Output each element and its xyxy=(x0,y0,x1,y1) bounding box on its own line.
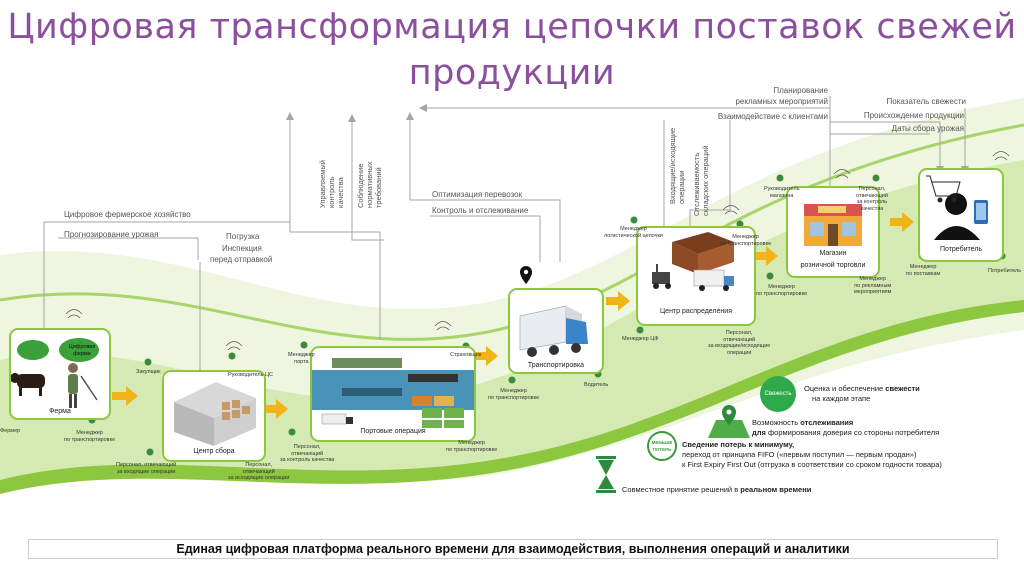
role-staff-inbound: Персонал, отвечающий за входящие операци… xyxy=(116,462,177,475)
flow-arrow-3 xyxy=(474,346,498,366)
role-transport-manager-dc: Менеджер по транспортировке xyxy=(720,234,772,247)
role-collection-head: Руководитель ЦС xyxy=(228,372,274,378)
farm-cloud-label: Цифровая ферма xyxy=(68,344,96,357)
legend-item-loss-2: переход от принципа FIFO («первым поступ… xyxy=(682,450,917,459)
legend-item-freshness: Оценка и обеспечение свежести xyxy=(804,384,920,393)
role-staff-quality: Персонал, отвечающий за контроль качеств… xyxy=(280,444,335,463)
node-retail-label-1: Магазин xyxy=(819,250,847,257)
label-freshness-indicator: Показатель свежести xyxy=(886,97,966,106)
role-port-manager: Менеджер порта xyxy=(288,352,315,365)
flow-arrow-5 xyxy=(754,246,778,266)
label-inspection-2: перед отправкой xyxy=(210,255,273,264)
node-farm[interactable]: Цифровая ферма Ферма xyxy=(9,328,111,420)
label-loading: Погрузка xyxy=(226,232,260,241)
flow-arrow-1 xyxy=(112,386,138,406)
label-control-tracking: Контроль и отслеживание xyxy=(432,206,529,215)
legend-item-loss: Сведение потерь к минимуму, xyxy=(682,440,795,449)
legend-item-loss-3: к First Expiry First Out (отгрузка в соо… xyxy=(682,460,942,469)
flow-arrow-4 xyxy=(606,291,630,311)
role-consumer: Потребитель xyxy=(988,268,1022,274)
legend-item-tracking: Возможность отслеживания xyxy=(752,418,854,427)
role-insurer: Страховщик xyxy=(450,352,482,358)
less-loss-badge-label: МЕНЬШЕ ПОТЕРЬ xyxy=(651,440,673,452)
role-farmer: Фермер xyxy=(0,428,21,434)
node-collection-center-label: Центр сбора xyxy=(193,448,235,455)
platform-footer-banner: Единая цифровая платформа реального врем… xyxy=(28,539,998,559)
flow-arrow-2 xyxy=(264,399,288,419)
node-transport-label: Транспортировка xyxy=(527,362,585,369)
node-retail-label-2: розничной торговли xyxy=(800,262,866,269)
flow-arrow-6 xyxy=(890,212,914,232)
port-illustration xyxy=(312,358,474,428)
truck-illustration xyxy=(519,305,588,357)
role-procurement: Закупщик xyxy=(136,369,161,375)
node-port-operations-label: Портовые операция xyxy=(360,428,426,435)
node-retail-store[interactable]: Магазин розничной торговли xyxy=(786,186,880,278)
legend-item-realtime: Совместное принятие решений в реальном в… xyxy=(622,485,812,494)
role-promo-manager: Менеджер по рекламным мероприятиям xyxy=(854,276,892,295)
role-supply-manager: Менеджер по поставкам xyxy=(906,264,941,277)
label-quality-control: Управляемый контроль качества xyxy=(318,160,345,208)
role-transport-manager-dc2: Менеджер по транспортировке xyxy=(756,284,808,297)
node-port-operations[interactable]: Портовые операция xyxy=(310,346,476,442)
page-title: Цифровая трансформация цепочки поставок … xyxy=(0,4,1024,96)
label-client-interaction: Взаимодействие с клиентами xyxy=(717,112,828,121)
node-distribution-center[interactable]: Центр распределения xyxy=(636,226,756,326)
distribution-illustration xyxy=(652,232,734,291)
node-consumer-label: Потребитель xyxy=(939,246,983,253)
node-farm-label: Ферма xyxy=(49,408,71,415)
freshness-badge-icon: Свежесть xyxy=(760,376,796,412)
role-staff-dc-ops: Персонал, отвечающий за входящие/исходящ… xyxy=(708,330,771,356)
green-band-dark-edge xyxy=(0,300,1024,494)
node-consumer[interactable]: Потребитель xyxy=(918,168,1004,262)
node-collection-center[interactable]: Центр сбора xyxy=(162,370,266,462)
label-harvest-forecast: Прогнозирование урожая xyxy=(64,230,159,239)
label-storage-tracking: Отслеживаемость складских операций xyxy=(692,145,710,216)
freshness-badge-label: Свежесть xyxy=(764,391,792,397)
farm-illustration xyxy=(11,338,99,408)
role-driver: Водитель xyxy=(584,382,609,388)
title-line-1: Цифровая трансформация цепочки поставок … xyxy=(7,7,1017,47)
consumer-illustration xyxy=(934,193,988,240)
role-store-head: Руководитель магазина xyxy=(764,186,800,199)
legend-item-tracking-2: для формирования доверия со стороны потр… xyxy=(752,428,940,437)
label-harvest-dates: Даты сбора урожая xyxy=(891,124,964,133)
role-logistics-manager: Менеджер логистической цепочки xyxy=(604,226,663,239)
role-dc-manager: Менеджер ЦФ xyxy=(622,336,659,342)
label-norms-compliance: Соблюдение нормативных требований xyxy=(356,161,383,208)
title-line-2: продукции xyxy=(408,53,616,93)
label-inspection: Инспекция xyxy=(222,244,262,253)
role-transport-manager-farm: Менеджер по транспортировке xyxy=(64,430,116,443)
legend-item-freshness-2: на каждом этапе xyxy=(812,394,871,403)
store-illustration xyxy=(804,204,862,246)
signal-icons xyxy=(65,151,1010,351)
label-route-optimization: Оптимизация перевозок xyxy=(432,190,523,199)
label-product-origin: Происхождение продукции xyxy=(863,111,964,120)
label-in-out-operations: Входящие/исходящие операции xyxy=(668,127,686,204)
flow-arrows xyxy=(112,212,914,419)
role-staff-outbound: Персонал, отвечающий за исходящие операц… xyxy=(228,462,290,481)
role-transport-manager-port: Менеджер по транспортировке xyxy=(446,440,498,453)
role-transport-manager-truck: Менеджер по транспортировке xyxy=(488,388,540,401)
label-planning: Планирование xyxy=(773,86,828,95)
role-store-quality: Персонал, отвечающий за контроль качеств… xyxy=(856,186,888,212)
warehouse-illustration xyxy=(174,382,256,446)
label-digital-farming: Цифровое фермерское хозяйство xyxy=(64,210,191,219)
label-planning-2: рекламных мероприятий xyxy=(735,97,828,106)
node-distribution-center-label: Центр распределения xyxy=(660,308,732,315)
node-transport[interactable]: Транспортировка xyxy=(508,288,604,374)
